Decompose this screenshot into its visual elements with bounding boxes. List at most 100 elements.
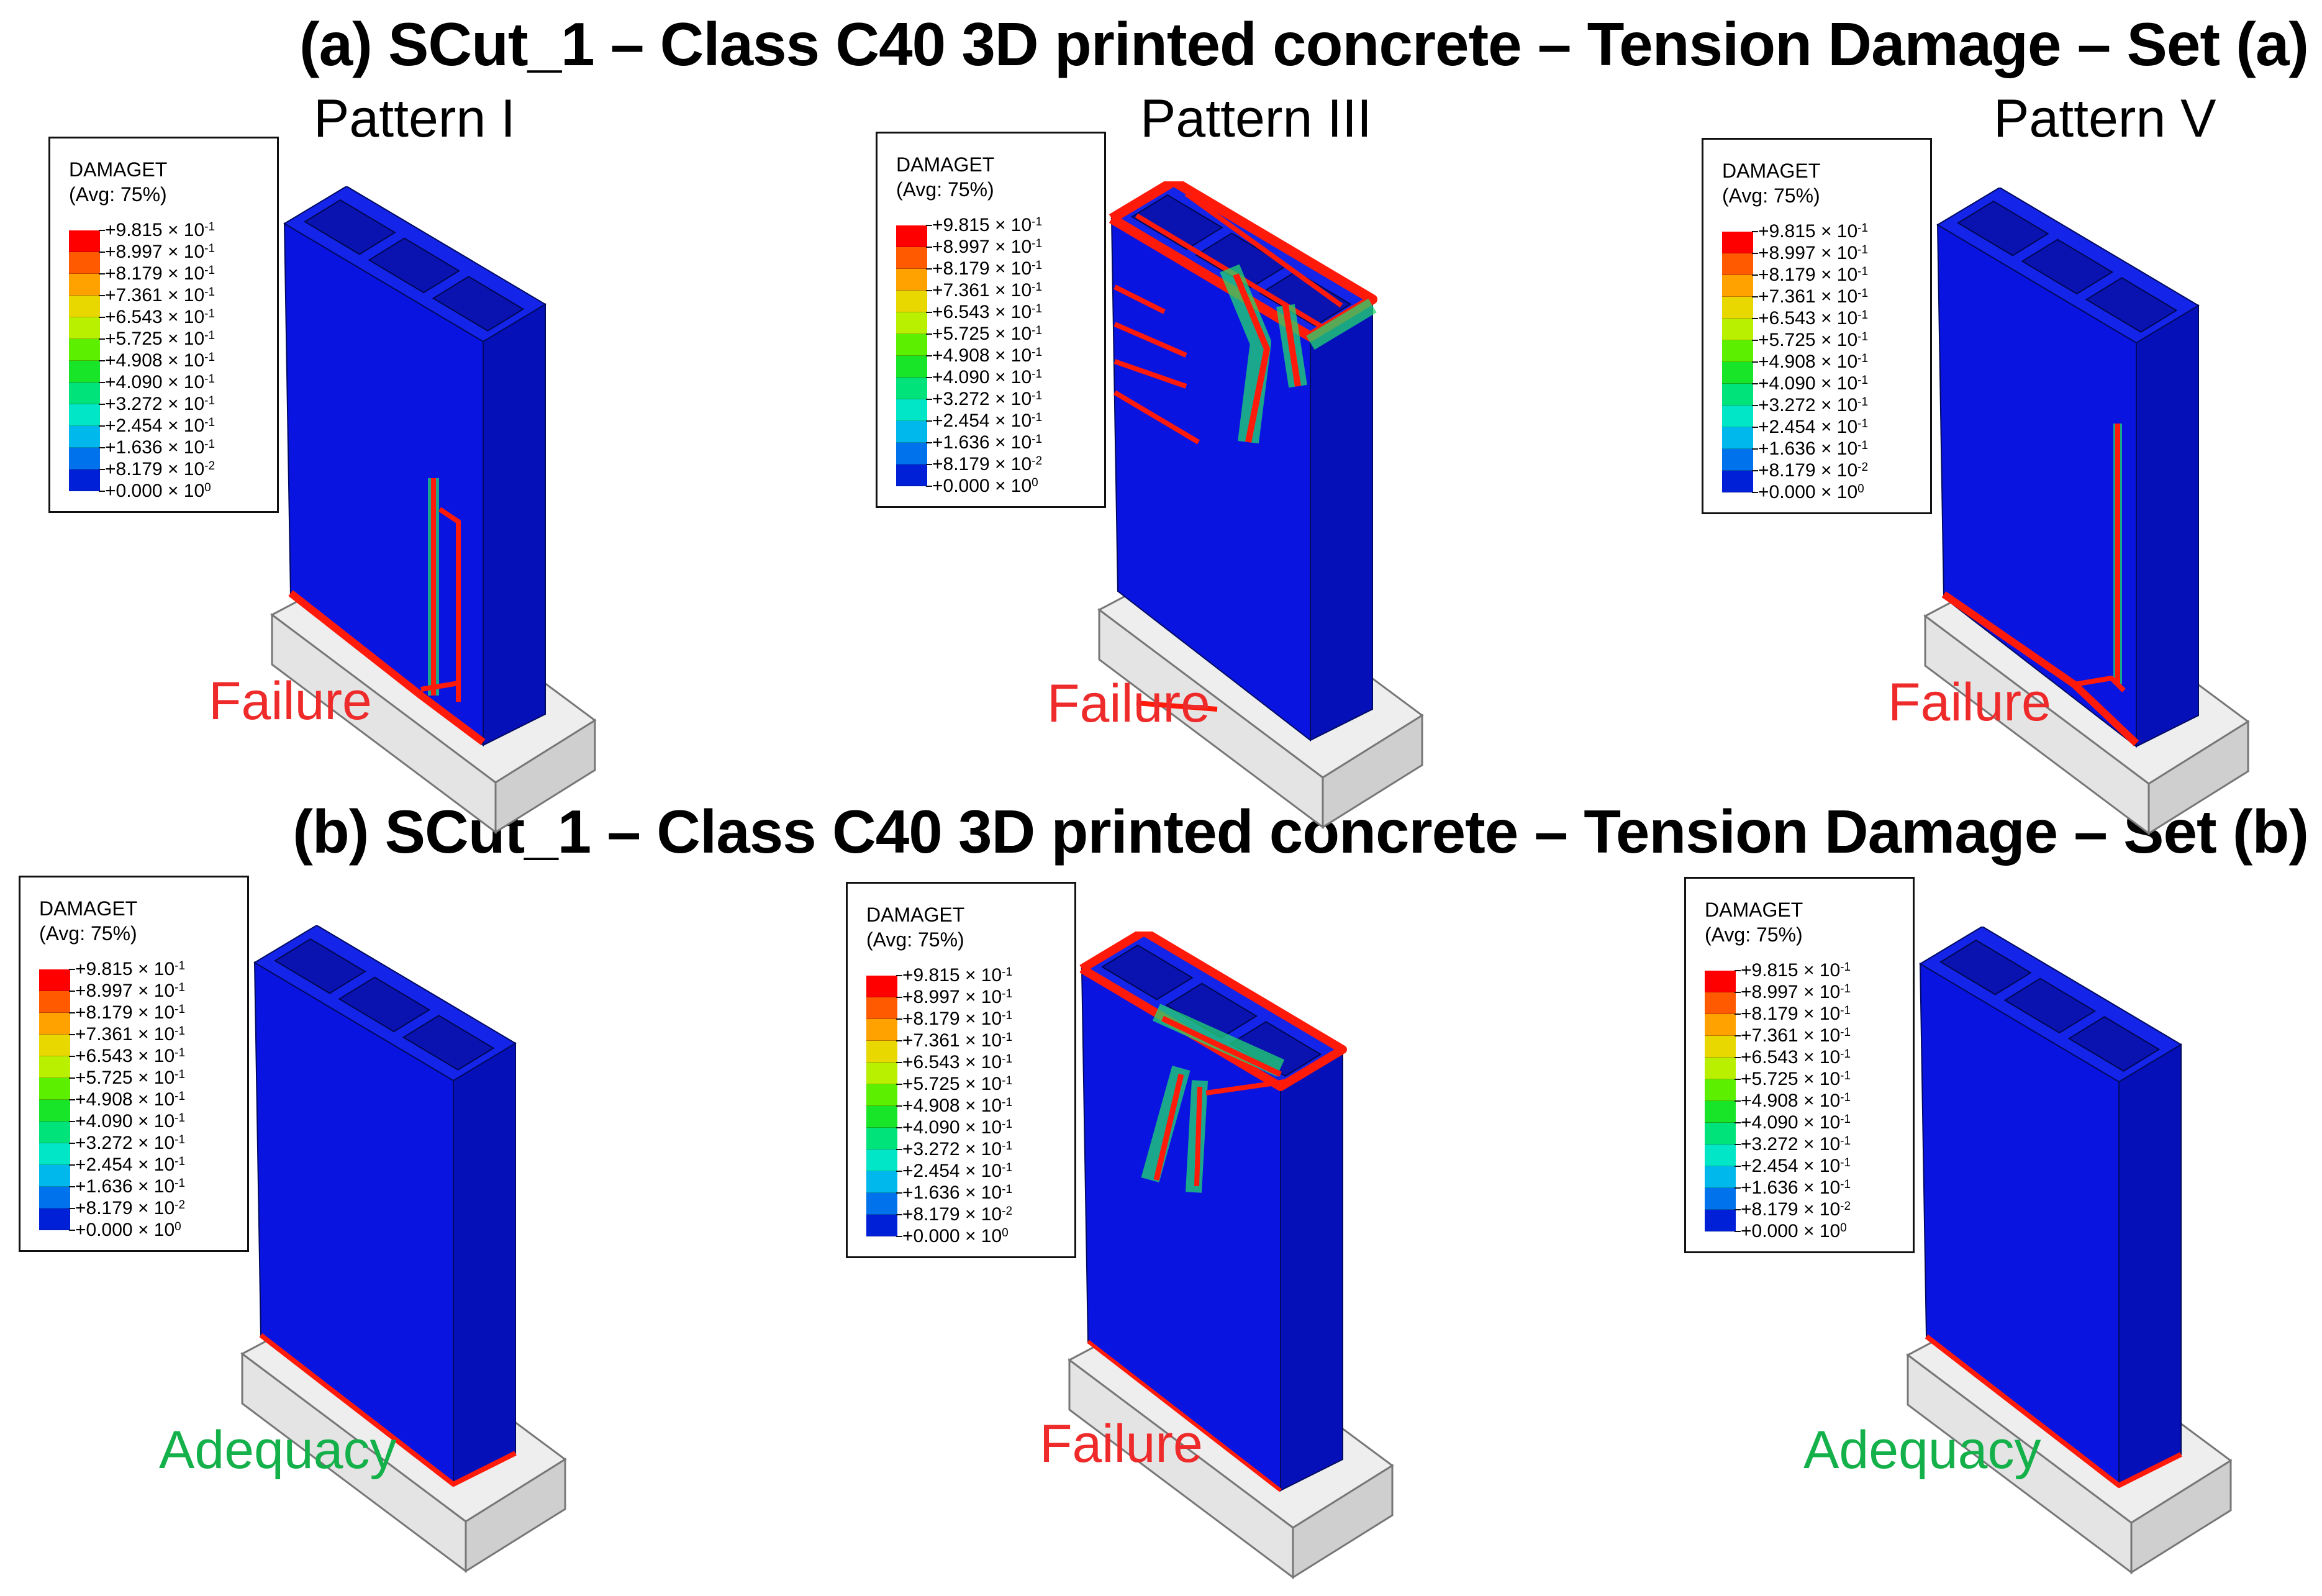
legend-multiplier: × 10 xyxy=(1803,1221,1841,1241)
legend-entry: +5.725 × 10-1 xyxy=(1751,329,1868,351)
legend-entry: +4.908 × 10-1 xyxy=(1751,351,1868,373)
legend-value: +8.997 xyxy=(105,242,163,262)
legend-multiplier: × 10 xyxy=(994,324,1032,344)
legend-exponent: -1 xyxy=(1002,1118,1013,1131)
legend-entry: +8.997 × 10-1 xyxy=(98,241,215,263)
wall-model xyxy=(270,186,597,834)
legend-band xyxy=(39,1078,70,1100)
damage-zone xyxy=(259,1333,517,1487)
legend-multiplier: × 10 xyxy=(1803,1069,1841,1089)
wall-cell-opening xyxy=(1939,939,2032,995)
legend-entry: +4.090 × 10-1 xyxy=(925,366,1042,388)
legend-entry: +6.543 × 10-1 xyxy=(1734,1046,1851,1068)
legend-labels: +9.815 × 10-1+8.997 × 10-1+8.179 × 10-1+… xyxy=(1751,220,1869,503)
legend-entry: +8.179 × 10-1 xyxy=(896,1008,1012,1030)
legend-band xyxy=(866,1128,897,1149)
legend-entry: +2.454 × 10-1 xyxy=(896,1160,1012,1182)
legend-multiplier: × 10 xyxy=(1820,417,1858,437)
legend-exponent: -2 xyxy=(1840,1200,1851,1213)
wall-cell-opening xyxy=(1957,200,2049,256)
legend-band xyxy=(69,230,100,252)
legend-multiplier: × 10 xyxy=(137,1089,175,1110)
legend-entry: +8.179 × 10-2 xyxy=(68,1197,185,1219)
legend-exponent: -1 xyxy=(175,1025,186,1038)
legend-value: +0.000 xyxy=(932,476,990,496)
legend-entry: +9.815 × 10-1 xyxy=(896,964,1012,986)
panel-a-pattern-v: DAMAGET(Avg: 75%)+9.815 × 10-1+8.997 × 1… xyxy=(1702,138,2322,852)
legend-value: +6.543 xyxy=(105,307,163,327)
base-slab-side xyxy=(494,719,596,834)
legend-value: +8.179 xyxy=(75,1002,133,1023)
legend-multiplier: × 10 xyxy=(137,1154,175,1175)
legend-value: +1.636 xyxy=(1758,438,1816,459)
legend-band xyxy=(866,1019,897,1041)
legend-multiplier: × 10 xyxy=(167,307,205,327)
legend-multiplier: × 10 xyxy=(1803,960,1841,981)
legend-exponent: 0 xyxy=(175,1220,181,1233)
legend-multiplier: × 10 xyxy=(964,1095,1002,1116)
legend-value: +9.815 xyxy=(75,959,133,979)
legend-band xyxy=(896,225,927,247)
legend-band xyxy=(39,1165,70,1187)
legend-band xyxy=(866,1193,897,1215)
legend-entry: +8.179 × 10-1 xyxy=(98,263,215,284)
legend-multiplier: × 10 xyxy=(1803,1025,1841,1046)
legend-band xyxy=(39,1013,70,1035)
legend-multiplier: × 10 xyxy=(1820,243,1858,263)
legend-entry: +5.725 × 10-1 xyxy=(1734,1068,1851,1090)
legend-multiplier: × 10 xyxy=(994,237,1032,257)
damage-zone xyxy=(1113,284,1166,314)
legend-band xyxy=(896,269,927,291)
legend-value: +8.179 xyxy=(105,263,163,284)
legend-value: +8.997 xyxy=(932,237,990,257)
legend-multiplier: × 10 xyxy=(137,959,175,979)
legend-labels: +9.815 × 10-1+8.997 × 10-1+8.179 × 10-1+… xyxy=(98,219,215,502)
legend-exponent: -1 xyxy=(204,416,215,429)
legend-value: +2.454 xyxy=(1741,1156,1798,1176)
legend-averaging: (Avg: 75%) xyxy=(69,183,167,206)
legend-exponent: -1 xyxy=(1032,237,1043,250)
legend-multiplier: × 10 xyxy=(964,1117,1002,1138)
base-slab-side xyxy=(1322,714,1423,829)
legend-exponent: -2 xyxy=(1032,455,1043,468)
legend-value: +7.361 xyxy=(1758,286,1816,307)
legend-value: +8.179 xyxy=(1741,1004,1798,1024)
legend-multiplier: × 10 xyxy=(167,437,205,458)
legend-multiplier: × 10 xyxy=(1820,221,1858,242)
legend-color-bar xyxy=(866,976,897,1236)
damage-zone xyxy=(1282,305,1301,387)
wall-side-face xyxy=(2136,304,2199,748)
panel-a-pattern-iii: DAMAGET(Avg: 75%)+9.815 × 10-1+8.997 × 1… xyxy=(876,132,1649,846)
damage-zone xyxy=(420,681,459,692)
legend-exponent: -1 xyxy=(175,1068,186,1081)
legend-exponent: -1 xyxy=(1840,1091,1851,1104)
legend-exponent: -1 xyxy=(1857,265,1869,278)
wall-side-face xyxy=(1310,298,1373,741)
wall-side-face xyxy=(483,303,546,746)
legend-multiplier: × 10 xyxy=(994,302,1032,322)
legend-multiplier: × 10 xyxy=(137,981,175,1001)
legend-multiplier: × 10 xyxy=(994,215,1032,235)
legend-value: +1.636 xyxy=(105,437,163,458)
legend-band xyxy=(39,1056,70,1078)
legend-exponent: -1 xyxy=(1840,1156,1851,1169)
wall-cell-opening xyxy=(1101,944,1194,1000)
legend-exponent: -1 xyxy=(1032,281,1043,294)
legend-band xyxy=(866,1149,897,1171)
legend-value: +0.000 xyxy=(105,481,163,501)
legend-band xyxy=(39,1208,70,1230)
legend-entry: +8.179 × 10-2 xyxy=(1751,460,1868,481)
legend-color-bar xyxy=(1722,232,1753,492)
legend-multiplier: × 10 xyxy=(994,454,1032,474)
legend-multiplier: × 10 xyxy=(1820,373,1858,394)
wall-model xyxy=(1906,927,2233,1574)
legend-entry: +5.725 × 10-1 xyxy=(98,328,215,350)
legend-exponent: 0 xyxy=(1840,1222,1847,1235)
legend-exponent: -1 xyxy=(1032,215,1043,229)
legend-value: +5.725 xyxy=(902,1074,960,1094)
legend-value: +8.997 xyxy=(1741,982,1798,1002)
legend-multiplier: × 10 xyxy=(1803,982,1841,1002)
legend-value: +6.543 xyxy=(902,1052,960,1072)
legend-value: +1.636 xyxy=(932,432,990,453)
legend-entry: +7.361 × 10-1 xyxy=(68,1023,186,1045)
